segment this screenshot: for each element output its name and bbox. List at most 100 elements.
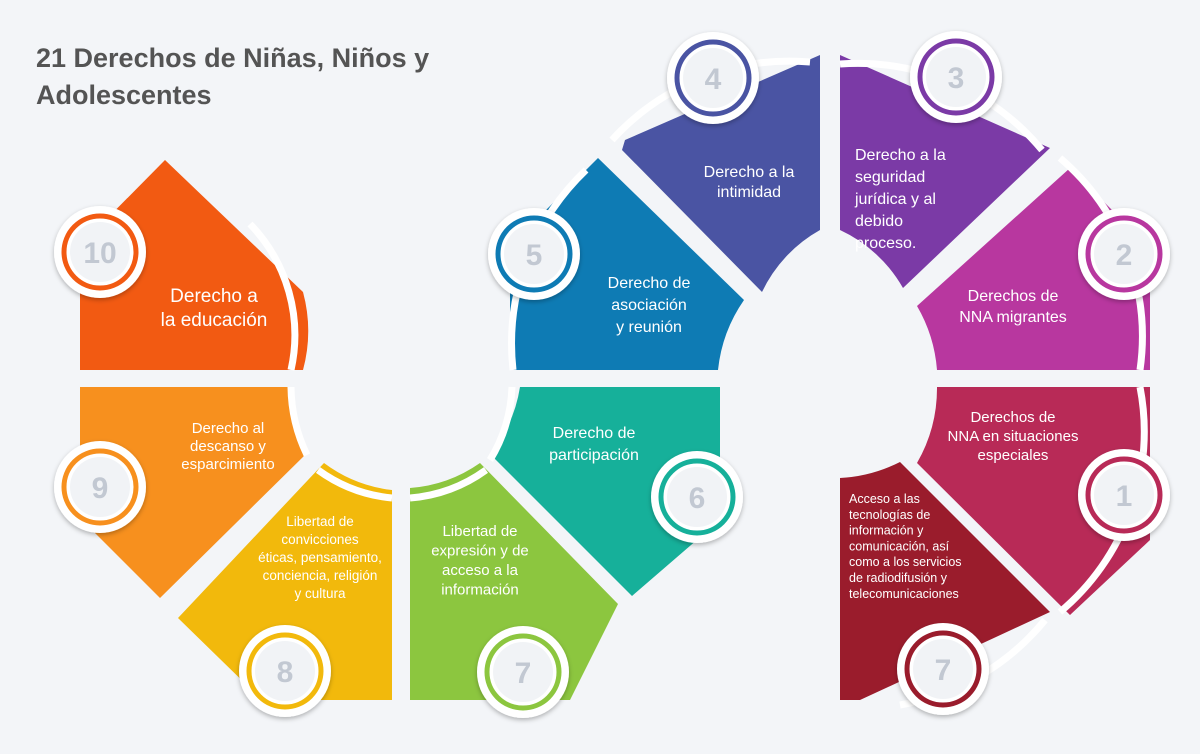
segment-9-shape: [80, 387, 305, 598]
label-line: NNA migrantes: [959, 309, 1067, 326]
badge-number: 7: [935, 654, 952, 687]
label-line: Libertad de: [442, 523, 517, 540]
label-line: Acceso a las: [849, 492, 920, 506]
number-badge-8: 8: [239, 625, 331, 717]
segment-6-label: Derecho de participación: [549, 425, 639, 464]
segment-1-shape: [917, 387, 1150, 615]
segment-6-ring-stripe: [486, 386, 516, 462]
segment-6-shape: [490, 387, 720, 596]
number-badge-1: 1: [1078, 449, 1170, 541]
label-line: asociación: [611, 297, 687, 314]
label-line: Derecho de: [608, 275, 691, 292]
badge-inner-disc: [667, 467, 727, 527]
label-line: participación: [549, 447, 639, 464]
label-line: Derecho al: [192, 420, 265, 437]
label-line: la educación: [161, 310, 268, 331]
badge-inner-disc: [926, 47, 986, 107]
badge-inner-disc: [913, 639, 973, 699]
segment-4-shape: [622, 55, 820, 292]
label-line: Derecho a la: [704, 164, 795, 181]
segment-3-label: Derecho a la seguridad jurídica y al debido…: [854, 147, 946, 252]
segment-10-shape: [80, 160, 309, 370]
badge-inner-disc: [70, 457, 130, 517]
number-badge-7: 7: [477, 626, 569, 718]
badge-number: 4: [705, 63, 722, 96]
segment-1: 1 Derechos de NNA en situaciones especiales: [917, 386, 1170, 615]
label-line: proceso.: [855, 235, 916, 252]
number-badge-9: 9: [54, 441, 146, 533]
segment-10-label: Derecho a la educación: [161, 286, 268, 331]
label-line: expresión y de: [431, 543, 529, 560]
number-badge-10: 10: [54, 206, 146, 298]
segment-1-label: Derechos de NNA en situaciones especiales: [948, 409, 1079, 464]
label-line: jurídica y al: [854, 191, 936, 208]
segment-5-shape: [510, 158, 744, 370]
label-line: éticas, pensamiento,: [258, 550, 382, 565]
segment-7: 7 Libertad de expresión y de acceso a la inf…: [409, 463, 618, 718]
number-badge-5: 5: [488, 208, 580, 300]
label-line: debido: [855, 213, 903, 230]
segment-2-shape: [917, 168, 1150, 370]
label-line: acceso a la: [442, 562, 519, 579]
label-line: NNA en situaciones: [948, 428, 1079, 445]
segment-3-shape: [840, 55, 1050, 288]
badge-inner-disc: [1094, 224, 1154, 284]
number-badge-7b: 7: [897, 623, 989, 715]
badge-inner-disc: [1094, 465, 1154, 525]
label-line: y cultura: [294, 586, 346, 601]
badge-number: 10: [83, 237, 116, 270]
segment-2-label: Derechos de NNA migrantes: [959, 288, 1067, 326]
segment-7-ring-stripe: [409, 467, 489, 502]
label-line: convicciones: [281, 532, 359, 547]
number-badge-3: 3: [910, 31, 1002, 123]
badge-number: 5: [526, 239, 543, 272]
segment-6: 6 Derecho de participación: [486, 386, 743, 596]
number-badge-4: 4: [667, 32, 759, 124]
badge-number: 7: [515, 657, 532, 690]
badge-number: 1: [1116, 480, 1133, 513]
label-line: especiales: [978, 447, 1049, 464]
label-line: de radiodifusión y: [849, 571, 948, 585]
badge-number: 3: [948, 62, 965, 95]
label-line: información: [441, 582, 519, 599]
badge-inner-disc: [683, 48, 743, 108]
label-line: Derecho a la: [855, 147, 946, 164]
badge-number: 9: [92, 472, 109, 505]
label-line: Derechos de: [970, 409, 1055, 426]
segment-8-ring-stripe: [315, 467, 393, 502]
segment-10-ring-stripe: [247, 221, 299, 371]
label-line: conciencia, religión: [263, 568, 378, 583]
label-line: telecomunicaciones: [849, 587, 959, 601]
label-line: comunicación, así: [849, 539, 950, 553]
diagram-title: 21 Derechos de Niñas, Niños y Adolescent…: [36, 40, 556, 114]
number-badge-6: 6: [651, 451, 743, 543]
badge-inner-disc: [255, 641, 315, 701]
number-badge-2: 2: [1078, 208, 1170, 300]
label-line: Derecho de: [553, 425, 636, 442]
badge-inner-disc: [70, 222, 130, 282]
badge-inner-disc: [504, 224, 564, 284]
label-line: esparcimiento: [181, 456, 274, 473]
label-line: Derecho a: [170, 286, 258, 307]
label-line: Derechos de: [968, 288, 1059, 305]
badge-number: 6: [689, 482, 706, 515]
title-line-2: Adolescentes: [36, 80, 212, 110]
badge-inner-disc: [493, 642, 553, 702]
segment-7b-shape: [840, 462, 1050, 700]
label-line: como a los servicios: [849, 555, 962, 569]
label-line: seguridad: [855, 169, 925, 186]
segment-9-ring-stripe: [287, 386, 311, 457]
